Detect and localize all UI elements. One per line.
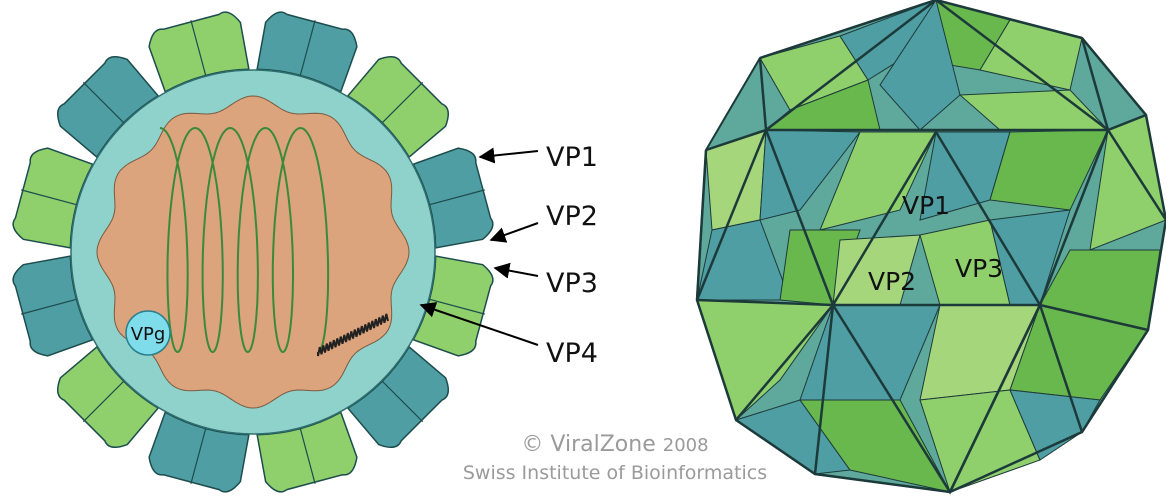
vp2-label: VP2	[546, 201, 598, 232]
ring-band-line	[412, 255, 437, 341]
ring-band-line	[95, 94, 159, 158]
copyright-symbol: ©	[521, 432, 543, 457]
vp3-arrow	[493, 262, 539, 279]
vp4-label: VP4	[546, 338, 598, 369]
ring-band-line	[69, 255, 94, 341]
vp1-label: VP1	[546, 142, 598, 173]
ring-band-line	[347, 94, 411, 158]
credit-institute: Swiss Institute of Bioinformatics	[463, 462, 767, 484]
credit-year: 2008	[663, 435, 709, 456]
credit-watermark: © ViralZone 2008 Swiss Institute of Bioi…	[463, 432, 767, 484]
ring-band-line	[256, 68, 342, 93]
vp3-label: VP3	[546, 268, 598, 299]
ring-band-line	[256, 411, 342, 436]
vpg-label: VPg	[131, 324, 166, 345]
ico-vp3-label: VP3	[955, 254, 1003, 283]
cross-section-labels: VP1 VP2 VP3 VP4	[419, 142, 598, 369]
rna-poly-a-tail	[317, 313, 389, 357]
capsid-cross-section: VPg	[12, 11, 494, 493]
rna-genome-coil	[159, 126, 330, 354]
ring-band-line	[164, 68, 250, 93]
vp4-arrow	[419, 302, 539, 346]
credit-name: ViralZone	[550, 432, 655, 457]
capsid-tile	[819, 131, 937, 231]
ico-vp2-label: VP2	[868, 267, 916, 296]
vp1-arrow	[478, 147, 539, 164]
ring-band-line	[164, 411, 250, 436]
ring-band-line	[412, 163, 437, 249]
ring-band-line	[69, 163, 94, 249]
vpg-protein	[125, 310, 171, 356]
capsid-3d-icosahedron: VP1 VP2 VP3	[695, 0, 1166, 495]
capsid-tile	[759, 129, 861, 221]
svg-text:© ViralZone 2008: © ViralZone 2008	[521, 432, 708, 457]
ico-vp1-label: VP1	[902, 191, 950, 220]
vp2-arrow	[489, 222, 539, 243]
ring-band-line	[95, 346, 159, 410]
ring-band-line	[347, 346, 411, 410]
icosahedron-edges	[695, 0, 1166, 495]
